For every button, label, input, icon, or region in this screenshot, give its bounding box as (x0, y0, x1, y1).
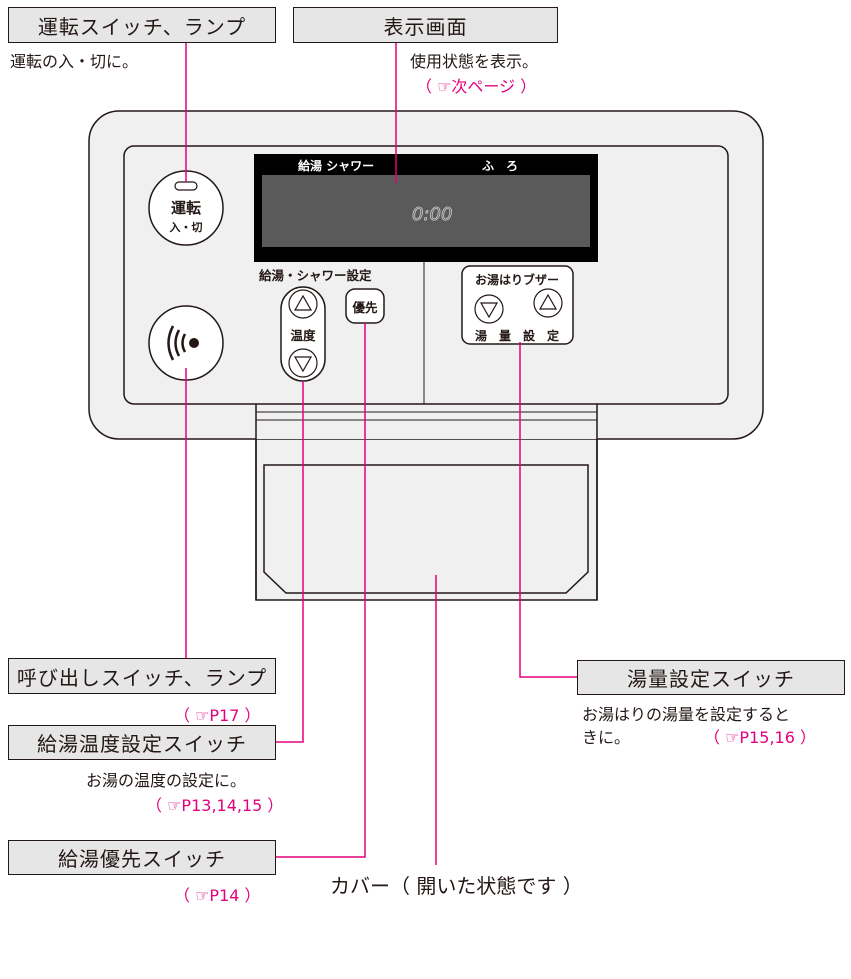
cover-label: カバー（ 開いた状態です ） (330, 874, 583, 898)
volume-down-button[interactable] (474, 294, 504, 324)
temp-ref: （ ☞P13,14,15 ） (146, 796, 284, 815)
volume-group-label: 湯 量 設 定 (475, 328, 559, 343)
volume-up-button[interactable] (533, 288, 563, 318)
display-description: 使用状態を表示。 (410, 52, 539, 71)
buzzer-group-label: お湯はりブザー (475, 272, 559, 287)
power-switch-label: 運転スイッチ、ランプ (8, 7, 276, 43)
triangle-up-icon (538, 293, 558, 310)
power-lamp (174, 181, 198, 191)
temp-label: 温度 (290, 328, 316, 343)
call-ref: （ ☞P17 ） (174, 706, 261, 725)
volume-description-line1: お湯はりの湯量を設定すると (582, 705, 791, 724)
screen-right-label: ふ ろ (482, 159, 518, 173)
display-label: 表示画面 (293, 7, 558, 43)
triangle-down-icon (479, 302, 499, 319)
call-waves-icon (167, 325, 199, 361)
volume-ref: （ ☞P15,16 ） (704, 728, 816, 747)
power-description: 運転の入・切に。 (10, 52, 139, 71)
clock-readout: 0:00 (412, 204, 452, 225)
screen-left-label: 給湯 シャワー (298, 158, 374, 173)
temp-switch-label: 給湯温度設定スイッチ (8, 725, 276, 760)
priority-button-label: 優先 (351, 300, 378, 315)
power-button-sublabel: 入・切 (170, 221, 203, 234)
triangle-down-icon (293, 356, 313, 373)
volume-description-line2: きに。 (582, 728, 631, 747)
priority-switch-label: 給湯優先スイッチ (8, 840, 276, 875)
power-button-label: 運転 (171, 199, 201, 217)
temp-description: お湯の温度の設定に。 (86, 771, 247, 790)
volume-switch-label: 湯量設定スイッチ (577, 660, 845, 695)
call-switch-label: 呼び出しスイッチ、ランプ (8, 658, 276, 694)
shower-group-label: 給湯・シャワー設定 (259, 268, 372, 283)
priority-ref: （ ☞P14 ） (174, 886, 261, 905)
volume-group (461, 265, 574, 345)
temp-down-button[interactable] (288, 348, 318, 378)
leader-lines (185, 43, 577, 865)
temp-up-button[interactable] (288, 289, 318, 319)
display-ref: （ ☞次ページ ） (416, 77, 537, 96)
hinge-fill (256, 404, 597, 439)
triangle-up-icon (293, 294, 313, 311)
display-lcd (262, 175, 590, 247)
cover-window (263, 464, 589, 594)
